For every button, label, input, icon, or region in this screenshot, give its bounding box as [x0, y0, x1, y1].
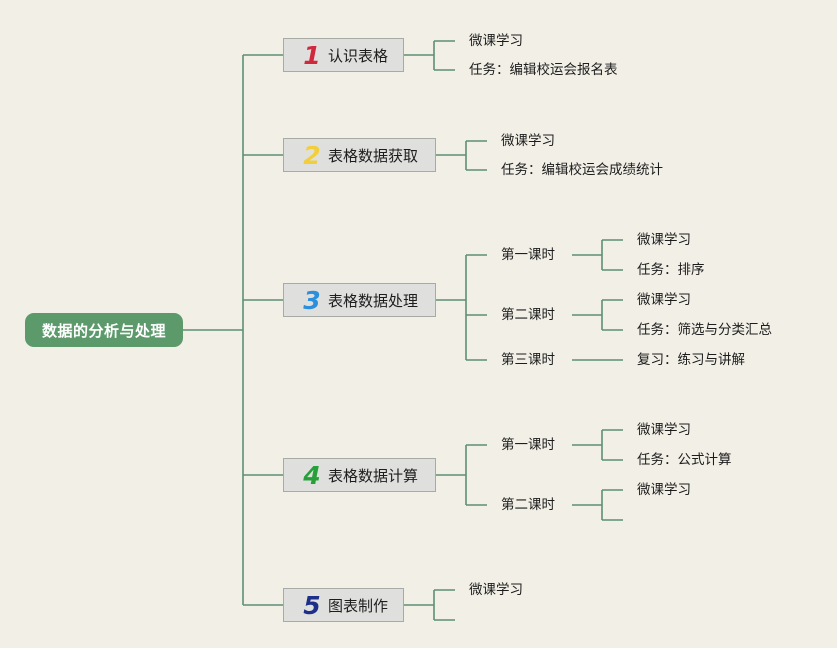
topic-1-number: 1 [303, 40, 321, 70]
topic-4-node[interactable]: 4 表格数据计算 [283, 458, 436, 492]
topic-4-session-1[interactable]: 第一课时 [501, 437, 555, 453]
topic-2-number: 2 [303, 140, 321, 170]
topic-4-label: 表格数据计算 [328, 466, 419, 485]
topic-1-leaf-2[interactable]: 任务：编辑校运会报名表 [469, 62, 618, 78]
topic-3-session-1[interactable]: 第一课时 [501, 247, 555, 263]
topic-1-label: 认识表格 [328, 46, 389, 65]
topic-5-label: 图表制作 [328, 596, 389, 615]
topic-3-session-1-item-1[interactable]: 微课学习 [637, 232, 691, 248]
topic-1-node[interactable]: 1 认识表格 [283, 38, 404, 72]
topic-3-session-3-item-1[interactable]: 复习：练习与讲解 [637, 352, 745, 368]
topic-4-session-1-item-2[interactable]: 任务：公式计算 [637, 452, 732, 468]
topic-4-session-1-item-1[interactable]: 微课学习 [637, 422, 691, 438]
topic-5-node[interactable]: 5 图表制作 [283, 588, 404, 622]
topic-2-label: 表格数据获取 [328, 146, 419, 165]
topic-3-session-2[interactable]: 第二课时 [501, 307, 555, 323]
topic-2-node[interactable]: 2 表格数据获取 [283, 138, 436, 172]
topic-2-leaf-1[interactable]: 微课学习 [501, 133, 555, 149]
topic-4-session-2-item-1[interactable]: 微课学习 [637, 482, 691, 498]
topic-3-session-1-item-2[interactable]: 任务：排序 [637, 262, 705, 278]
topic-5-number: 5 [303, 590, 321, 620]
topic-4-number: 4 [303, 460, 321, 490]
topic-3-node[interactable]: 3 表格数据处理 [283, 283, 436, 317]
topic-3-session-2-item-1[interactable]: 微课学习 [637, 292, 691, 308]
root-node[interactable]: 数据的分析与处理 [25, 313, 183, 347]
topic-3-session-2-item-2[interactable]: 任务：筛选与分类汇总 [637, 322, 772, 338]
topic-4-session-2[interactable]: 第二课时 [501, 497, 555, 513]
topic-3-number: 3 [303, 285, 321, 315]
topic-3-session-3[interactable]: 第三课时 [501, 352, 555, 368]
topic-3-label: 表格数据处理 [328, 291, 419, 310]
topic-5-leaf-1[interactable]: 微课学习 [469, 582, 523, 598]
topic-1-leaf-1[interactable]: 微课学习 [469, 33, 523, 49]
root-label: 数据的分析与处理 [41, 321, 166, 340]
topic-2-leaf-2[interactable]: 任务：编辑校运会成绩统计 [501, 162, 663, 178]
